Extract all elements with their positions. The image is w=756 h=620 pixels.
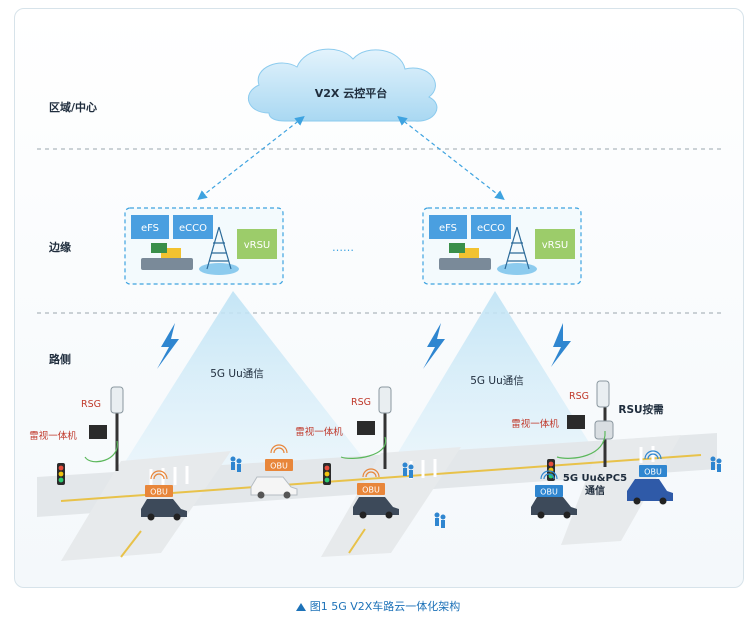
radar-label-2: 雷视一体机 <box>295 426 343 438</box>
rsu-on-demand-label: RSU按需 <box>618 403 664 416</box>
obu-badge <box>535 470 563 497</box>
road-unit-3 <box>547 380 614 481</box>
vrsu-label-2: vRSU <box>542 240 569 251</box>
ecco-block <box>471 215 511 239</box>
edge-node-1 <box>124 207 284 285</box>
radar-camera-icon <box>357 421 375 435</box>
vrsu-label-1: vRSU <box>244 240 271 251</box>
obu-badge <box>265 444 293 471</box>
cloud-edge-arrow-left <box>197 116 305 200</box>
cell-tower-icon <box>199 226 239 275</box>
radar-label-1: 雷视一体机 <box>29 430 77 442</box>
pedestrian-icon <box>710 456 722 472</box>
car-icon <box>141 499 187 521</box>
coverage-beam-right <box>381 291 613 481</box>
triangle-icon <box>295 603 306 611</box>
rsg-label-2: RSG <box>351 397 371 408</box>
efs-block <box>429 215 467 239</box>
car-icon <box>250 476 298 499</box>
layer-label-center: 区域/中心 <box>49 101 98 114</box>
uu-pc5-label: 5G Uu&PC5 <box>563 473 627 484</box>
car-icon <box>353 497 399 519</box>
obu-badge <box>639 450 667 477</box>
architecture-diagram: V2X 云控平台 eFS eCCO vRSU …… <box>29 48 722 561</box>
lightning-icon <box>551 323 571 367</box>
radar-camera-icon <box>89 425 107 439</box>
rsg-device-icon <box>596 380 610 408</box>
obu-label: OBU <box>150 488 168 497</box>
ecco-label-1: eCCO <box>179 223 207 234</box>
cloud-label: V2X 云控平台 <box>315 86 387 100</box>
lightning-icon <box>157 323 179 369</box>
efs-label-2: eFS <box>439 223 457 234</box>
pedestrian-icon <box>230 456 242 472</box>
efs-label-1: eFS <box>141 223 159 234</box>
lightning-icon <box>423 323 445 369</box>
obu-label: OBU <box>644 468 662 477</box>
ecco-label-2: eCCO <box>477 223 505 234</box>
rsu-device-icon <box>594 420 614 440</box>
figure-caption: 图1 5G V2X车路云一体化架构 <box>0 598 756 614</box>
server-icon <box>141 243 193 270</box>
cell-tower-icon <box>497 226 537 275</box>
obu-label: OBU <box>362 486 380 495</box>
cloud-icon <box>247 48 438 122</box>
obu-label: OBU <box>540 488 558 497</box>
car-icon <box>531 497 577 519</box>
caption-text: 图1 5G V2X车路云一体化架构 <box>309 600 461 613</box>
car-icon <box>627 479 673 505</box>
ecco-block <box>173 215 213 239</box>
layer-label-road: 路侧 <box>49 353 71 366</box>
vrsu-block <box>237 229 277 259</box>
uu-comm-label-right: 5G Uu通信 <box>470 375 524 387</box>
vrsu-block <box>535 229 575 259</box>
layer-label-edge: 边缘 <box>49 241 71 254</box>
cloud-edge-arrow-right <box>397 116 505 200</box>
rsg-label-1: RSG <box>81 399 101 410</box>
pedestrian-icon <box>402 462 414 478</box>
radar-camera-icon <box>567 415 585 429</box>
radar-label-3: 雷视一体机 <box>511 418 559 430</box>
efs-block <box>131 215 169 239</box>
pedestrian-icon <box>434 512 446 528</box>
rsg-device-icon <box>110 386 124 414</box>
server-icon <box>439 243 491 270</box>
rsg-device-icon <box>378 386 392 414</box>
rsg-label-3: RSG <box>569 391 589 402</box>
diagram-card: V2X 云控平台 eFS eCCO vRSU …… <box>14 8 744 588</box>
edge-node-2 <box>422 207 582 285</box>
road-unit-2 <box>323 386 392 485</box>
obu-badge <box>357 468 385 495</box>
ellipsis: …… <box>332 241 354 254</box>
obu-badge <box>145 470 173 497</box>
obu-label: OBU <box>270 462 288 471</box>
uu-comm-label-left: 5G Uu通信 <box>210 368 264 380</box>
uu-pc5-label-line2: 通信 <box>585 484 605 497</box>
road-unit-1 <box>57 386 124 485</box>
coverage-beam-left <box>113 291 381 481</box>
